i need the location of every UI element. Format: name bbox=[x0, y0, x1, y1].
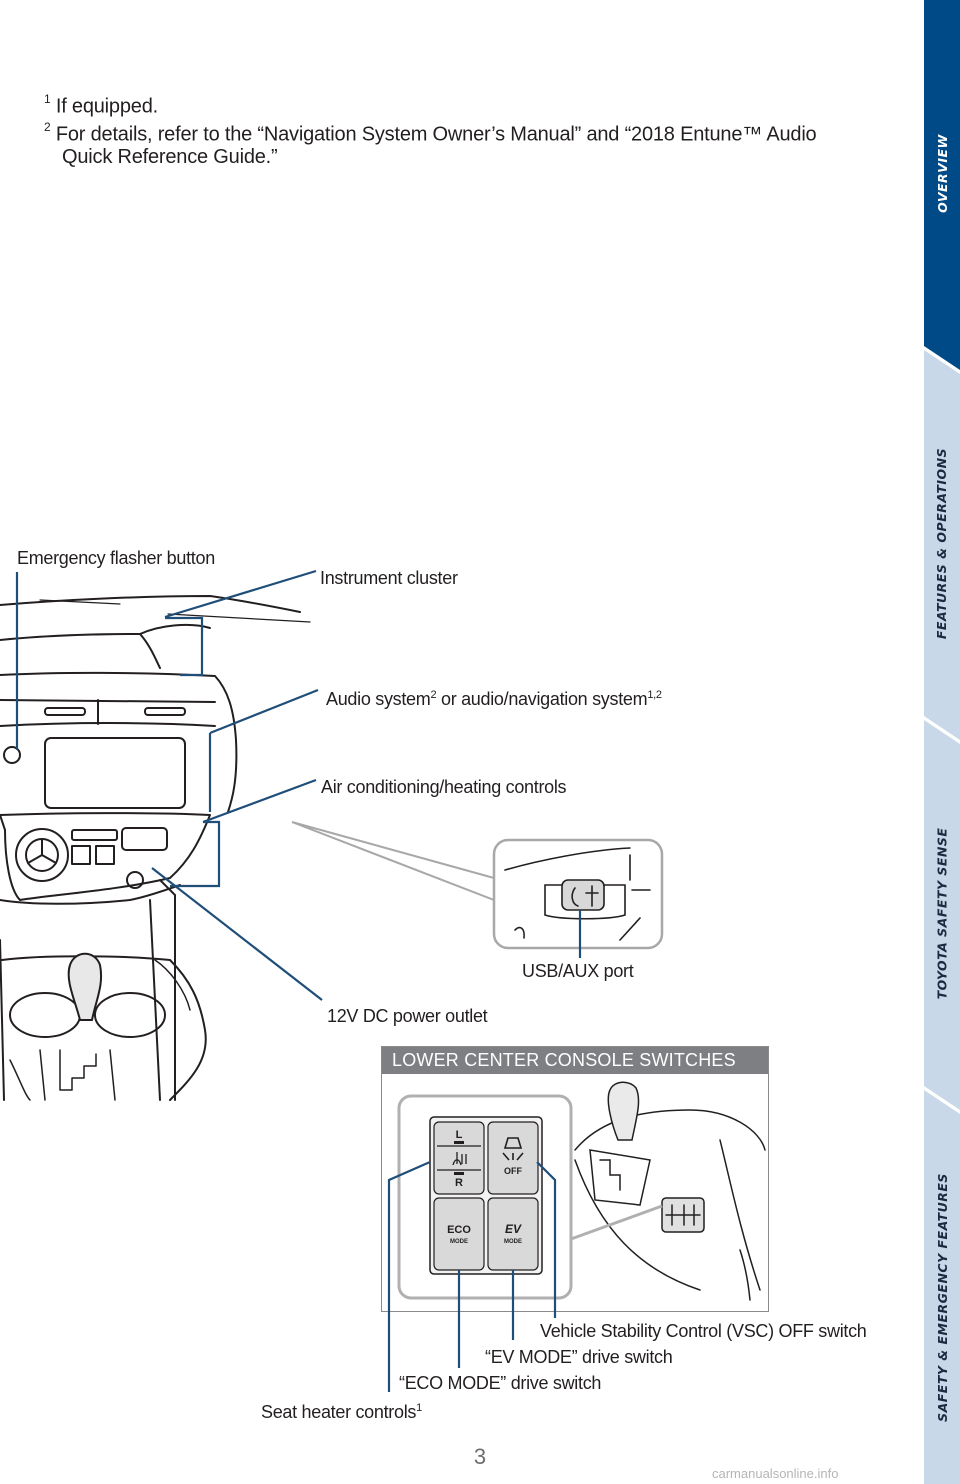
label-instrument-cluster: Instrument cluster bbox=[320, 568, 458, 588]
side-navigation-tabs: OVERVIEW FEATURES & OPERATIONS TOYOTA SA… bbox=[924, 0, 960, 1484]
label-vsc-off-switch: Vehicle Stability Control (VSC) OFF swit… bbox=[540, 1321, 867, 1341]
footnote-2-continued: Quick Reference Guide.” bbox=[62, 146, 278, 168]
label-air-conditioning-controls: Air conditioning/heating controls bbox=[321, 777, 567, 797]
watermark: carmanualsonline.info bbox=[712, 1466, 839, 1481]
tab-safety-emergency[interactable]: SAFETY & EMERGENCY FEATURES bbox=[934, 1172, 950, 1422]
tab-toyota-safety-sense[interactable]: TOYOTA SAFETY SENSE bbox=[934, 827, 950, 999]
side-tabs-graphic bbox=[924, 0, 960, 1484]
label-emergency-flasher-button: Emergency flasher button bbox=[17, 548, 215, 568]
footnote-1: 1 If equipped. bbox=[44, 92, 158, 118]
label-12v-power-outlet: 12V DC power outlet bbox=[327, 1006, 488, 1026]
tab-safety-bg bbox=[924, 1090, 960, 1484]
tab-tss-bg bbox=[924, 720, 960, 1110]
console-header: LOWER CENTER CONSOLE SWITCHES bbox=[382, 1047, 768, 1074]
lower-console-switches-panel: LOWER CENTER CONSOLE SWITCHES bbox=[381, 1046, 769, 1312]
tab-features-operations[interactable]: FEATURES & OPERATIONS bbox=[934, 447, 950, 639]
tab-overview[interactable]: OVERVIEW bbox=[934, 133, 950, 213]
label-usb-aux-port: USB/AUX port bbox=[522, 961, 634, 981]
label-seat-heater-controls: Seat heater controls1 bbox=[261, 1402, 422, 1422]
page-number: 3 bbox=[473, 1444, 487, 1469]
label-audio-system: Audio system2 or audio/navigation system… bbox=[326, 689, 662, 709]
tab-features-bg bbox=[924, 350, 960, 740]
footnote-2: 2 For details, refer to the “Navigation … bbox=[44, 120, 817, 146]
label-ev-mode-switch: “EV MODE” drive switch bbox=[485, 1347, 673, 1367]
tab-overview-bg bbox=[924, 0, 960, 370]
label-eco-mode-switch: “ECO MODE” drive switch bbox=[399, 1373, 602, 1393]
